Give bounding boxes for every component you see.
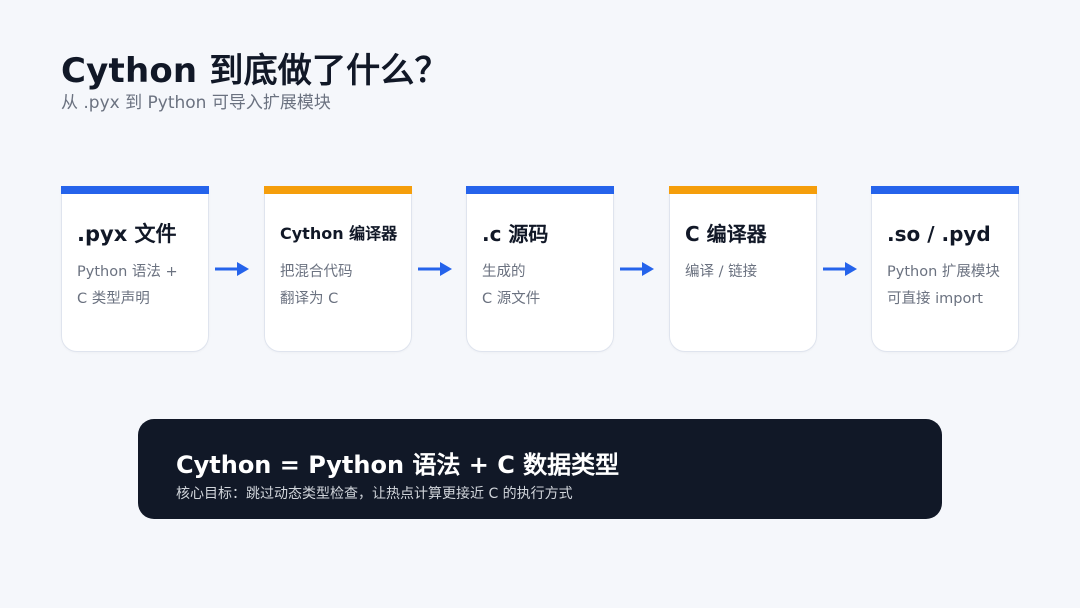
page-subtitle: 从 .pyx 到 Python 可导入扩展模块 bbox=[61, 93, 331, 113]
page-title: Cython 到底做了什么？ bbox=[61, 51, 449, 91]
step-description-line: 编译 / 链接 bbox=[685, 264, 758, 280]
card-accent-bar bbox=[669, 186, 817, 194]
step-description: Python 语法 + C 类型声明 bbox=[77, 259, 205, 313]
step-card-pyx: .pyx 文件 Python 语法 + C 类型声明 bbox=[61, 186, 209, 352]
step-card-c-compiler: C 编译器 编译 / 链接 bbox=[669, 186, 817, 352]
card-accent-bar bbox=[466, 186, 614, 194]
step-card-cython-compiler: Cython 编译器 把混合代码 翻译为 C bbox=[264, 186, 412, 352]
step-card-extension-module: .so / .pyd Python 扩展模块 可直接 import bbox=[871, 186, 1019, 352]
step-card-c-source: .c 源码 生成的 C 源文件 bbox=[466, 186, 614, 352]
arrow-right-icon bbox=[215, 262, 249, 276]
arrow-right-icon bbox=[823, 262, 857, 276]
step-description-line: 翻译为 C bbox=[280, 291, 339, 307]
step-description-line: C 类型声明 bbox=[77, 291, 150, 307]
summary-title: Cython = Python 语法 + C 数据类型 bbox=[176, 451, 620, 479]
step-description: 生成的 C 源文件 bbox=[482, 259, 610, 313]
step-title: .c 源码 bbox=[482, 222, 549, 246]
card-accent-bar bbox=[871, 186, 1019, 194]
step-description-line: C 源文件 bbox=[482, 291, 541, 307]
pipeline-flow: .pyx 文件 Python 语法 + C 类型声明 Cython 编译器 把混… bbox=[61, 186, 1021, 352]
step-description-line: 生成的 bbox=[482, 264, 526, 280]
step-description: Python 扩展模块 可直接 import bbox=[887, 259, 1015, 313]
step-description-line: Python 语法 + bbox=[77, 264, 178, 280]
step-title: Cython 编译器 bbox=[280, 224, 398, 243]
step-description-line: Python 扩展模块 bbox=[887, 264, 1000, 280]
step-description-line: 可直接 import bbox=[887, 291, 983, 307]
step-description: 把混合代码 翻译为 C bbox=[280, 259, 408, 313]
arrow-right-icon bbox=[620, 262, 654, 276]
summary-subtitle: 核心目标：跳过动态类型检查，让热点计算更接近 C 的执行方式 bbox=[176, 486, 573, 502]
arrow-right-icon bbox=[418, 262, 452, 276]
card-accent-bar bbox=[264, 186, 412, 194]
step-title: .so / .pyd bbox=[887, 222, 991, 246]
step-description-line: 把混合代码 bbox=[280, 264, 353, 280]
step-title: C 编译器 bbox=[685, 222, 767, 246]
step-title: .pyx 文件 bbox=[77, 222, 177, 246]
step-description: 编译 / 链接 bbox=[685, 259, 813, 286]
summary-panel: Cython = Python 语法 + C 数据类型 核心目标：跳过动态类型检… bbox=[138, 419, 942, 519]
card-accent-bar bbox=[61, 186, 209, 194]
